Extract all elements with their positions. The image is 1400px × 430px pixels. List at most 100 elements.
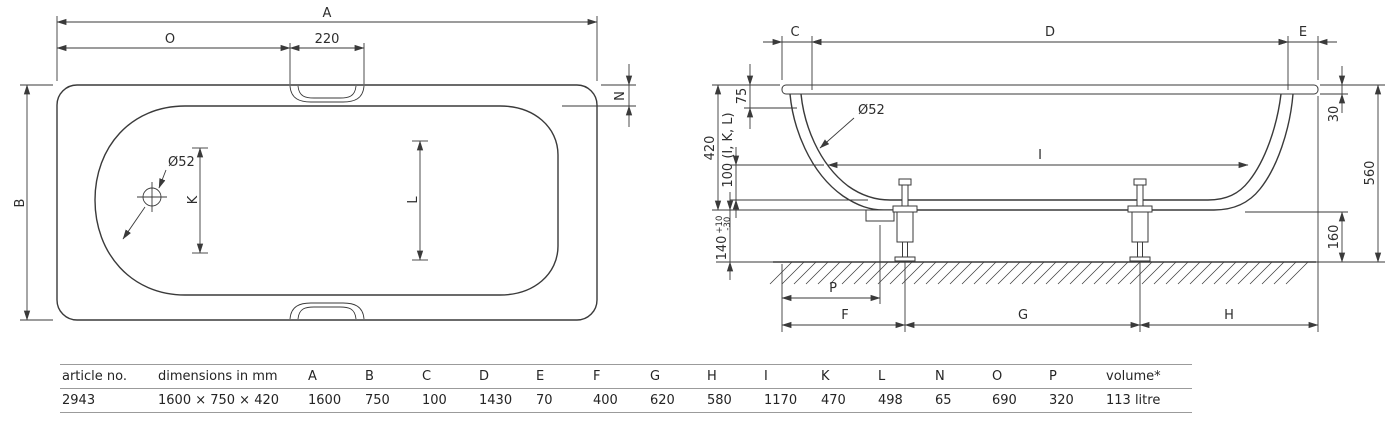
label-B: B	[13, 199, 28, 208]
dimension-E: E	[1269, 25, 1337, 80]
dimensions-table-body: 2943 1600 × 750 × 420 1600 750 100 1430 …	[60, 388, 1192, 413]
col-O: O	[990, 364, 1047, 389]
drain-callout-side: Ø52	[819, 103, 885, 149]
col-C: C	[420, 364, 477, 389]
value-K: 470	[819, 388, 876, 413]
tub-inner-edge	[94, 105, 559, 296]
label-L: L	[406, 196, 421, 204]
value-article-no: 2943	[60, 388, 156, 413]
col-H: H	[705, 364, 762, 389]
value-C: 100	[420, 388, 477, 413]
value-P: 320	[1047, 388, 1104, 413]
value-L: 498	[876, 388, 933, 413]
top-view: Ø52 A O 220 N	[13, 6, 636, 321]
dimension-F: F	[781, 262, 906, 332]
label-P: P	[829, 281, 837, 296]
col-G: G	[648, 364, 705, 389]
label-C: C	[790, 25, 799, 40]
label-N: N	[613, 91, 628, 101]
dimension-100-level: 100 (I, K, L)	[721, 112, 868, 218]
label-560: 560	[1363, 161, 1378, 186]
floor-hatching	[769, 261, 1309, 285]
value-O: 690	[990, 388, 1047, 413]
bathtub-drawing: Ø52 A O 220 N	[13, 6, 1385, 332]
label-A: A	[323, 6, 332, 21]
dimension-A: A	[56, 6, 598, 81]
label-420: 420	[703, 136, 718, 161]
col-dimensions: dimensions in mm	[156, 364, 306, 389]
dimension-B: B	[13, 84, 53, 321]
label-O: O	[165, 32, 175, 47]
drain-outlet	[865, 209, 895, 222]
dimension-75: 75	[712, 64, 797, 129]
side-view: C D E 75 420	[703, 25, 1385, 332]
dimension-140: 140+10-30	[715, 192, 775, 280]
drain-diameter-label-side: Ø52	[858, 103, 885, 118]
label-30: 30	[1327, 106, 1342, 123]
dimension-C: C	[763, 25, 831, 90]
drain-diameter-label: Ø52	[168, 155, 195, 170]
dimensions-table-header: article no. dimensions in mm A B C D E F…	[60, 364, 1192, 389]
col-volume: volume*	[1104, 364, 1192, 389]
label-I: I	[1038, 148, 1042, 163]
col-P: P	[1047, 364, 1104, 389]
label-E: E	[1299, 25, 1307, 40]
dimension-G: G	[904, 262, 1141, 332]
dimension-L: L	[406, 140, 428, 261]
col-I: I	[762, 364, 819, 389]
label-160: 160	[1327, 225, 1342, 250]
dimension-160: 160	[1245, 211, 1348, 263]
label-220: 220	[315, 32, 340, 47]
value-N: 65	[933, 388, 990, 413]
dimensions-table: article no. dimensions in mm A B C D E F…	[60, 364, 1192, 413]
value-volume: 113 litre	[1104, 388, 1192, 413]
dimension-K: K	[186, 147, 208, 254]
label-140-tolerance: 140+10-30	[715, 216, 733, 261]
col-B: B	[363, 364, 420, 389]
grip-top	[289, 85, 365, 103]
label-75: 75	[735, 88, 750, 105]
col-article-no: article no.	[60, 364, 156, 389]
dimension-560: 560	[1312, 84, 1385, 263]
table-value-row: 2943 1600 × 750 × 420 1600 750 100 1430 …	[60, 388, 1192, 413]
value-B: 750	[363, 388, 420, 413]
technical-drawing-page: Ø52 A O 220 N	[13, 6, 1385, 413]
col-E: E	[534, 364, 591, 389]
adjustable-foot-right	[1127, 178, 1153, 262]
label-K: K	[186, 195, 201, 204]
value-H: 580	[705, 388, 762, 413]
tub-outer-edge	[56, 84, 598, 321]
col-F: F	[591, 364, 648, 389]
dimension-H: H	[1139, 96, 1319, 332]
label-F: F	[841, 308, 848, 323]
grip-bottom	[289, 302, 365, 320]
col-K: K	[819, 364, 876, 389]
dimension-N: N	[562, 64, 636, 127]
col-N: N	[933, 364, 990, 389]
dimension-grip-width: 220	[289, 32, 365, 52]
value-D: 1430	[477, 388, 534, 413]
tub-inner-profile	[800, 93, 1282, 201]
col-A: A	[306, 364, 363, 389]
dimension-P: P	[781, 225, 881, 332]
label-100-ikl: 100 (I, K, L)	[721, 112, 736, 187]
rim-deck	[781, 84, 1319, 95]
dimension-I: I	[827, 148, 1249, 169]
col-D: D	[477, 364, 534, 389]
dimension-D: D	[811, 25, 1289, 90]
label-H: H	[1224, 308, 1234, 323]
label-G: G	[1018, 308, 1028, 323]
label-D: D	[1045, 25, 1055, 40]
drain-callout: Ø52	[122, 155, 195, 240]
value-dimensions: 1600 × 750 × 420	[156, 388, 306, 413]
drain	[137, 182, 167, 212]
table-header-row: article no. dimensions in mm A B C D E F…	[60, 364, 1192, 389]
value-E: 70	[534, 388, 591, 413]
value-A: 1600	[306, 388, 363, 413]
dimension-420: 420	[703, 84, 880, 211]
value-G: 620	[648, 388, 705, 413]
adjustable-foot-left	[892, 178, 918, 262]
value-I: 1170	[762, 388, 819, 413]
value-F: 400	[591, 388, 648, 413]
col-L: L	[876, 364, 933, 389]
